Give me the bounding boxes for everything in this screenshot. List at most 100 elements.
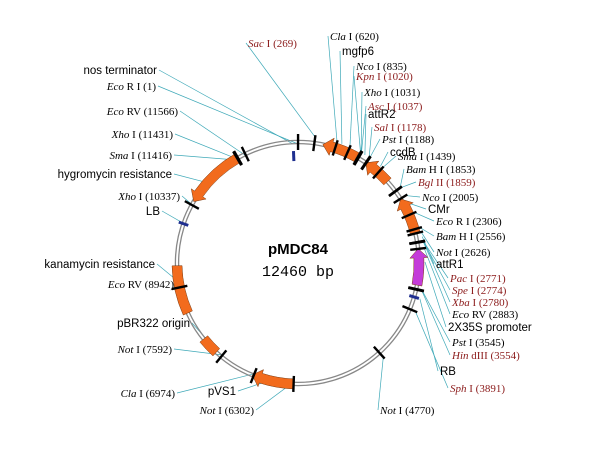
site-label: Cla I (620) <box>330 31 379 43</box>
leader-line <box>419 298 439 372</box>
label-leader-lines <box>156 35 451 411</box>
feature-label-text: kanamycin resistance <box>44 259 155 271</box>
leader-line <box>423 248 451 315</box>
site-position: (2883) <box>489 309 519 321</box>
site-tick <box>401 210 417 220</box>
site-position: (1188) <box>405 134 434 146</box>
site-position: (8942) <box>145 279 175 291</box>
enzyme-suffix: I <box>417 151 426 163</box>
site-position: (620) <box>355 31 379 43</box>
enzyme-suffix: I <box>470 297 479 309</box>
site-tick <box>388 185 403 198</box>
leader-line <box>405 195 421 198</box>
enzyme-suffix: II <box>433 177 446 189</box>
enzyme-suffix: I <box>396 134 405 146</box>
leader-line <box>179 110 247 157</box>
plasmid-size: 12460 bp <box>262 264 334 281</box>
site-position: (6302) <box>225 405 255 417</box>
feature-kanamycin-resistance <box>171 265 193 316</box>
enzyme-suffix: I <box>129 129 138 141</box>
enzyme-suffix: I <box>384 101 393 113</box>
site-tick <box>249 367 258 384</box>
site-tick <box>240 146 250 162</box>
site-tick <box>215 349 228 364</box>
leader-line <box>339 50 343 144</box>
feature-label-text: pBR322 origin <box>117 318 190 330</box>
site-position: (3891) <box>476 383 506 395</box>
leader-line <box>176 373 255 394</box>
site-position: (835) <box>383 61 407 73</box>
site-position: (6974) <box>146 388 176 400</box>
site-position: (1178) <box>397 122 426 134</box>
site-label: Bam H I (1853) <box>406 164 476 176</box>
enzyme-suffix: R I <box>453 216 472 228</box>
feature-label-text: nos terminator <box>83 65 157 77</box>
site-tick <box>407 286 425 293</box>
site-label: Kpn I (1020) <box>355 71 413 83</box>
leader-line <box>419 227 435 237</box>
site-position: (2306) <box>472 216 502 228</box>
enzyme-suffix: RV <box>124 106 144 118</box>
feature-pvs1 <box>251 369 295 390</box>
enzyme-name: Asc <box>367 101 384 113</box>
enzyme-suffix: R I <box>124 81 143 93</box>
site-label: Xho I (1031) <box>363 87 421 99</box>
enzyme-suffix: I <box>468 285 477 297</box>
border-rb <box>408 294 420 300</box>
feature-label: RB <box>440 366 456 378</box>
site-position: (11431) <box>139 129 174 141</box>
site-position: (1020) <box>384 71 414 83</box>
enzyme-name: Pst <box>451 337 467 349</box>
site-label: Bam H I (2556) <box>436 231 506 243</box>
feature-label-text: attR2 <box>368 109 396 121</box>
enzyme-suffix: I <box>374 61 383 73</box>
enzyme-name: Bgl <box>418 177 433 189</box>
enzyme-name: Not <box>379 405 397 417</box>
enzyme-suffix: I <box>137 388 146 400</box>
enzyme-name: Eco <box>435 216 454 228</box>
leader-line <box>158 69 294 145</box>
site-label: Sac I (269) <box>248 38 297 50</box>
enzyme-suffix: I <box>128 150 137 162</box>
feature-label: pVS1 <box>208 386 236 398</box>
site-tick <box>292 375 296 392</box>
leader-line <box>400 181 417 189</box>
site-label: Spe I (2774) <box>452 285 507 297</box>
enzyme-name: Kpn <box>355 71 375 83</box>
enzyme-name: Spe <box>452 285 468 297</box>
feature-label: ccdB <box>390 147 416 159</box>
feature-label-text: mgfp6 <box>342 46 374 58</box>
enzyme-name: Xba <box>451 297 470 309</box>
leader-line <box>399 168 405 188</box>
enzyme-suffix: I <box>440 192 449 204</box>
site-label: Nco I (835) <box>355 61 407 73</box>
plasmid-name: pMDC84 <box>268 241 329 258</box>
site-position: (2005) <box>449 192 479 204</box>
site-position: (11566) <box>144 106 179 118</box>
site-position: (2556) <box>476 231 506 243</box>
leader-line <box>377 357 384 411</box>
site-position: (4770) <box>405 405 435 417</box>
feature-label: hygromycin resistance <box>58 169 172 181</box>
feature-label: mgfp6 <box>342 46 374 58</box>
site-tick <box>343 144 352 161</box>
enzyme-name: Bam <box>436 231 456 243</box>
feature-label-text: CMr <box>428 204 450 216</box>
site-tick <box>409 240 426 246</box>
leader-line <box>414 212 435 222</box>
feature-2x35s-promoter <box>409 248 429 287</box>
site-tick <box>410 246 427 252</box>
enzyme-suffix: H I <box>426 164 446 176</box>
site-label: Eco R I (1) <box>106 81 157 93</box>
leader-line <box>415 311 449 389</box>
enzyme-suffix: I <box>388 122 397 134</box>
site-tick <box>372 165 385 180</box>
site-label: Eco RV (8942) <box>107 279 174 291</box>
site-position: (1031) <box>391 87 421 99</box>
enzyme-suffix: I <box>382 87 391 99</box>
feature-label: kanamycin resistance <box>44 259 155 271</box>
site-label: Sph I (3891) <box>450 383 505 395</box>
site-tick <box>402 304 418 314</box>
